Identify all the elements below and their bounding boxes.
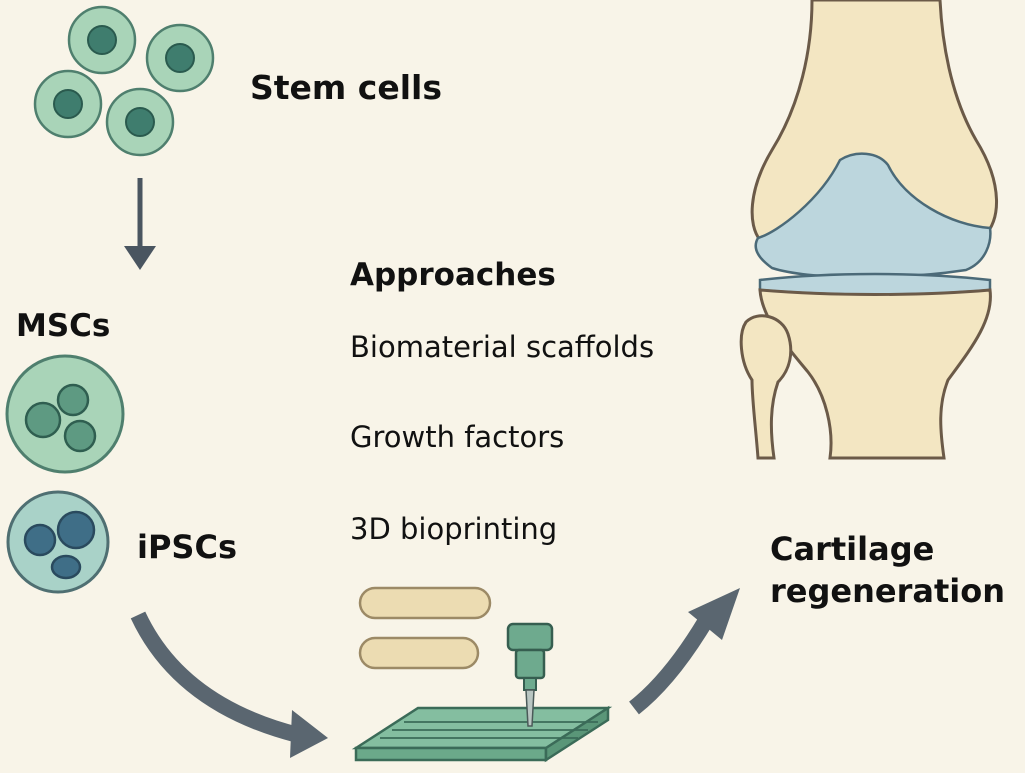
knee-joint-icon — [739, 0, 999, 460]
ipscs-label: iPSCs — [137, 528, 237, 566]
outcome-label-line1: Cartilage — [770, 530, 935, 568]
msc-cell — [5, 354, 125, 474]
stem-cell — [105, 87, 175, 157]
curved-arrow-icon — [130, 611, 328, 758]
outcome-label: Cartilage regeneration — [770, 528, 1005, 612]
down-arrow-icon — [124, 178, 156, 270]
bioprinter-icon — [351, 586, 613, 763]
stem-cell — [33, 69, 103, 139]
stem-cells-cluster — [33, 5, 215, 157]
ipsc-cell — [6, 490, 110, 594]
stem-cell — [67, 5, 137, 75]
stem-cell — [145, 23, 215, 93]
approach-item-biomaterial-scaffolds: Biomaterial scaffolds — [350, 330, 655, 364]
mscs-label: MSCs — [16, 308, 111, 344]
approaches-title: Approaches — [350, 257, 556, 293]
approach-item-3d-bioprinting: 3D bioprinting — [350, 512, 558, 546]
approach-item-growth-factors: Growth factors — [350, 420, 565, 454]
up-right-arrow-icon — [629, 588, 740, 715]
stem-cells-label: Stem cells — [250, 68, 443, 107]
outcome-label-line2: regeneration — [770, 572, 1005, 610]
